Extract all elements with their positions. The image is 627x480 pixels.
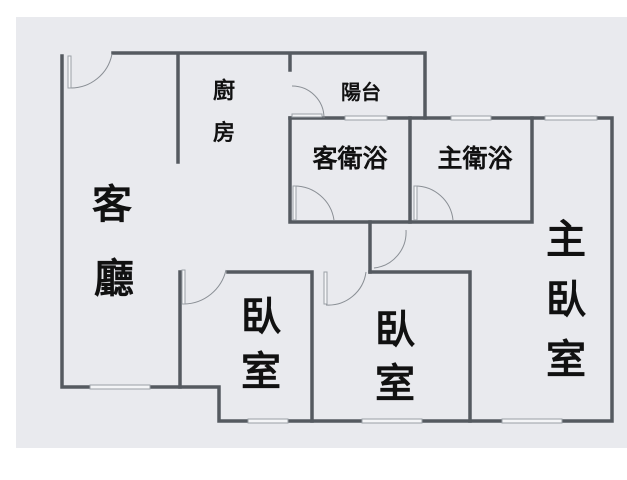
plan-background xyxy=(16,17,627,448)
bedroom2-door-icon xyxy=(325,271,367,306)
kitchen-label: 房 xyxy=(213,120,235,146)
master-bath-door-icon xyxy=(414,185,454,221)
bedroom1-door-icon xyxy=(183,269,227,305)
master-bedroom-label: 室 xyxy=(546,337,586,383)
bedroom2-label: 臥 xyxy=(375,307,415,353)
hall-door-icon xyxy=(373,229,407,269)
kitchen-label: 廚 xyxy=(213,78,235,104)
windows xyxy=(89,115,598,424)
master-bathroom-label: 主衛浴 xyxy=(437,144,513,173)
master-bedroom-label: 主 xyxy=(546,217,586,263)
doors xyxy=(67,53,454,306)
guest-bath-door-icon xyxy=(293,185,335,221)
entry-door-icon xyxy=(69,53,113,89)
guest-bathroom-label: 客衛浴 xyxy=(312,144,388,173)
balcony-door-icon xyxy=(291,85,325,119)
bedroom1-label: 室 xyxy=(241,349,281,395)
living-room-label: 客 xyxy=(92,182,132,228)
room-labels: 客 廳 廚 房 陽台 客衛浴 主衛浴 臥 室 臥 室 主 臥 室 xyxy=(92,78,586,407)
bedroom1-label: 臥 xyxy=(241,294,281,340)
bedroom2-label: 室 xyxy=(375,361,415,407)
master-bedroom-label: 臥 xyxy=(546,277,586,323)
balcony-label: 陽台 xyxy=(341,80,381,104)
living-room-label: 廳 xyxy=(94,256,134,302)
